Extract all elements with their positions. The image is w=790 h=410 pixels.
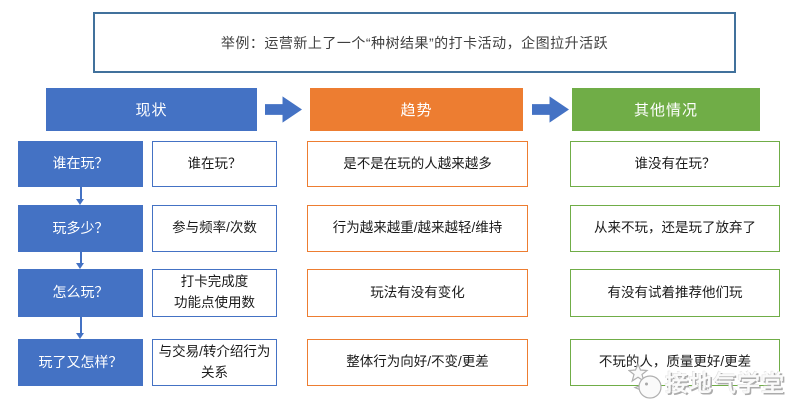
diagram-row-1: 谁在玩？ 谁在玩？ 是不是在玩的人越来越多 谁没有在玩？ xyxy=(0,141,790,187)
question-box-3: 怎么玩？ xyxy=(18,269,143,317)
header-trend: 趋势 xyxy=(310,88,523,131)
trend-cell-1: 是不是在玩的人越来越多 xyxy=(307,141,528,187)
header-other: 其他情况 xyxy=(572,88,760,131)
question-label: 玩了又怎样？ xyxy=(38,353,123,370)
example-note-box: 举例：运营新上了一个“种树结果”的打卡活动，企图拉升活跃 xyxy=(93,12,736,73)
diagram-row-3: 怎么玩？ 打卡完成度 功能点使用数 玩法有没有变化 有没有试着推荐他们玩 xyxy=(0,269,790,317)
other-cell-3: 有没有试着推荐他们玩 xyxy=(570,269,780,317)
trend-cell-3: 玩法有没有变化 xyxy=(307,269,528,317)
status-cell-text: 谁在玩？ xyxy=(187,155,242,171)
other-cell-4: 不玩的人，质量更好/更差 xyxy=(570,339,780,386)
header-status: 现状 xyxy=(46,88,257,131)
other-cell-1: 谁没有在玩？ xyxy=(570,141,780,187)
right-arrow-icon xyxy=(265,96,302,123)
trend-cell-text: 行为越来越重/越来越轻/维持 xyxy=(332,220,503,236)
down-arrow-stem xyxy=(79,317,82,334)
header-trend-label: 趋势 xyxy=(400,102,433,119)
status-cell-text: 参与频率/次数 xyxy=(172,220,257,236)
down-arrow-head xyxy=(76,333,84,339)
other-cell-text: 谁没有在玩？ xyxy=(634,155,716,171)
down-arrow-icon xyxy=(74,317,87,339)
other-cell-2: 从来不玩，还是玩了放弃了 xyxy=(570,205,780,252)
status-cell-3: 打卡完成度 功能点使用数 xyxy=(152,269,277,317)
watermark-text: 接地气学堂 xyxy=(665,370,785,396)
diagram-row-4: 玩了又怎样？ 与交易/转介绍行为关系 整体行为向好/不变/更差 不玩的人，质量更… xyxy=(0,339,790,386)
trend-cell-4: 整体行为向好/不变/更差 xyxy=(307,339,528,386)
question-box-4: 玩了又怎样？ xyxy=(18,339,143,386)
status-cell-2: 参与频率/次数 xyxy=(152,205,277,252)
right-arrow-icon xyxy=(532,96,569,123)
trend-cell-text: 玩法有没有变化 xyxy=(370,284,465,300)
trend-cell-2: 行为越来越重/越来越轻/维持 xyxy=(307,205,528,252)
question-box-2: 玩多少？ xyxy=(18,205,143,252)
question-label: 谁在玩？ xyxy=(52,155,109,172)
trend-cell-text: 整体行为向好/不变/更差 xyxy=(346,354,489,370)
down-arrow-icon xyxy=(74,252,87,269)
example-note-text: 举例：运营新上了一个“种树结果”的打卡活动，企图拉升活跃 xyxy=(220,34,609,51)
status-cell-text: 打卡完成度 功能点使用数 xyxy=(174,274,255,310)
status-cell-1: 谁在玩？ xyxy=(152,141,277,187)
down-arrow-head xyxy=(76,263,84,269)
down-arrow-stem xyxy=(79,252,82,264)
question-box-1: 谁在玩？ xyxy=(18,141,143,187)
status-cell-4: 与交易/转介绍行为关系 xyxy=(152,339,277,386)
other-cell-text: 有没有试着推荐他们玩 xyxy=(607,284,743,300)
down-arrow-head xyxy=(76,199,84,205)
other-cell-text: 从来不玩，还是玩了放弃了 xyxy=(594,220,756,236)
diagram-row-2: 玩多少？ 参与频率/次数 行为越来越重/越来越轻/维持 从来不玩，还是玩了放弃了 xyxy=(0,205,790,252)
watermark: 接地气学堂 xyxy=(628,362,785,400)
status-cell-text: 与交易/转介绍行为关系 xyxy=(158,343,271,380)
header-status-label: 现状 xyxy=(135,102,168,119)
question-label: 怎么玩？ xyxy=(52,284,109,301)
chick-star-icon xyxy=(628,362,662,399)
question-label: 玩多少？ xyxy=(52,219,109,236)
header-other-label: 其他情况 xyxy=(633,102,698,119)
down-arrow-stem xyxy=(79,187,82,200)
trend-cell-text: 是不是在玩的人越来越多 xyxy=(343,155,492,171)
down-arrow-icon xyxy=(74,187,87,205)
